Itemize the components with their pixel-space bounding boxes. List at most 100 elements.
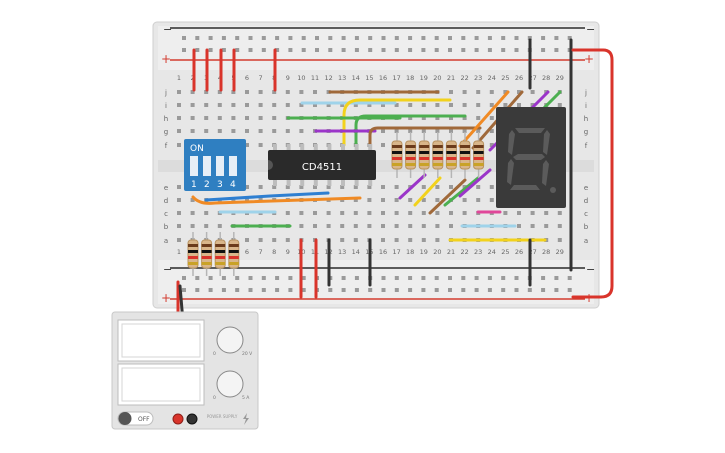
rail-hole[interactable] xyxy=(221,288,226,292)
breadboard-hole[interactable] xyxy=(272,103,277,107)
breadboard-hole[interactable] xyxy=(258,90,263,94)
breadboard-hole[interactable] xyxy=(381,198,385,202)
breadboard-hole[interactable] xyxy=(272,129,277,133)
breadboard-hole[interactable] xyxy=(204,103,209,107)
breadboard-hole[interactable] xyxy=(353,238,358,242)
breadboard-hole[interactable] xyxy=(326,103,331,107)
rail-hole[interactable] xyxy=(248,288,253,292)
breadboard-hole[interactable] xyxy=(381,143,385,147)
breadboard-hole[interactable] xyxy=(367,198,372,202)
breadboard-hole[interactable] xyxy=(258,143,263,147)
breadboard-hole[interactable] xyxy=(204,116,209,120)
breadboard-hole[interactable] xyxy=(177,129,181,133)
dip-switch[interactable]: ON 1 2 3 4 xyxy=(184,139,246,191)
breadboard-hole[interactable] xyxy=(245,90,249,94)
rail-hole[interactable] xyxy=(514,276,519,280)
breadboard-hole[interactable] xyxy=(177,90,181,94)
breadboard-hole[interactable] xyxy=(367,103,372,107)
rail-hole[interactable] xyxy=(195,288,200,292)
breadboard-hole[interactable] xyxy=(258,129,263,133)
wire-blue-1[interactable] xyxy=(204,191,330,202)
rail-hole[interactable] xyxy=(567,288,572,292)
breadboard-hole[interactable] xyxy=(326,211,331,215)
rail-hole[interactable] xyxy=(195,48,200,52)
rail-hole[interactable] xyxy=(474,288,479,292)
rail-hole[interactable] xyxy=(487,276,492,280)
voltage-knob[interactable] xyxy=(216,326,244,354)
rail-hole[interactable] xyxy=(474,48,479,52)
rail-hole[interactable] xyxy=(275,48,280,52)
breadboard-hole[interactable] xyxy=(353,103,358,107)
breadboard-hole[interactable] xyxy=(340,211,345,215)
breadboard-hole[interactable] xyxy=(462,90,467,94)
rail-hole[interactable] xyxy=(261,36,266,40)
breadboard-hole[interactable] xyxy=(231,103,236,107)
wire-brown-2[interactable] xyxy=(368,126,482,147)
breadboard-hole[interactable] xyxy=(435,238,440,242)
rail-hole[interactable] xyxy=(461,36,466,40)
breadboard-hole[interactable] xyxy=(190,129,195,133)
rail-hole[interactable] xyxy=(354,48,359,52)
rail-hole[interactable] xyxy=(541,48,546,52)
rail-hole[interactable] xyxy=(315,48,319,52)
breadboard-hole[interactable] xyxy=(517,224,521,228)
rail-hole[interactable] xyxy=(182,276,186,280)
rail-hole[interactable] xyxy=(474,276,479,280)
breadboard-hole[interactable] xyxy=(217,103,222,107)
breadboard-hole[interactable] xyxy=(326,185,331,189)
rail-hole[interactable] xyxy=(421,48,426,52)
rail-hole[interactable] xyxy=(235,288,240,292)
breadboard-hole[interactable] xyxy=(421,211,426,215)
rail-hole[interactable] xyxy=(328,36,333,40)
breadboard-hole[interactable] xyxy=(217,116,222,120)
rail-hole[interactable] xyxy=(261,288,266,292)
breadboard-hole[interactable] xyxy=(272,116,277,120)
wire-brown-diag-2[interactable] xyxy=(428,178,467,215)
breadboard-hole[interactable] xyxy=(340,224,345,228)
rail-hole[interactable] xyxy=(394,288,399,292)
resistor[interactable] xyxy=(459,132,471,178)
breadboard-hole[interactable] xyxy=(489,185,494,189)
rail-hole[interactable] xyxy=(434,276,439,280)
resistor[interactable] xyxy=(201,232,213,276)
breadboard-hole[interactable] xyxy=(299,185,304,189)
breadboard-hole[interactable] xyxy=(476,185,481,189)
rail-hole[interactable] xyxy=(354,288,359,292)
rail-hole[interactable] xyxy=(394,276,399,280)
rail-hole[interactable] xyxy=(501,276,506,280)
breadboard-hole[interactable] xyxy=(299,103,304,107)
breadboard-hole[interactable] xyxy=(231,198,236,202)
breadboard-hole[interactable] xyxy=(190,198,195,202)
breadboard-hole[interactable] xyxy=(285,90,290,94)
breadboard-hole[interactable] xyxy=(530,211,535,215)
breadboard-hole[interactable] xyxy=(489,129,494,133)
breadboard-hole[interactable] xyxy=(394,238,399,242)
breadboard-hole[interactable] xyxy=(449,185,453,189)
breadboard-hole[interactable] xyxy=(557,211,562,215)
rail-hole[interactable] xyxy=(275,36,280,40)
breadboard-hole[interactable] xyxy=(421,129,426,133)
breadboard-hole[interactable] xyxy=(530,224,535,228)
breadboard-hole[interactable] xyxy=(285,211,290,215)
rail-hole[interactable] xyxy=(301,276,306,280)
breadboard-hole[interactable] xyxy=(381,211,385,215)
rail-hole[interactable] xyxy=(275,288,280,292)
rail-hole[interactable] xyxy=(541,288,546,292)
breadboard-hole[interactable] xyxy=(544,211,549,215)
resistor[interactable] xyxy=(445,132,457,178)
breadboard-hole[interactable] xyxy=(245,198,249,202)
breadboard-hole[interactable] xyxy=(353,198,358,202)
breadboard-hole[interactable] xyxy=(245,238,249,242)
rail-hole[interactable] xyxy=(448,48,452,52)
breadboard-hole[interactable] xyxy=(476,90,481,94)
breadboard-hole[interactable] xyxy=(272,90,277,94)
breadboard-hole[interactable] xyxy=(285,103,290,107)
breadboard-hole[interactable] xyxy=(421,198,426,202)
rail-hole[interactable] xyxy=(368,288,373,292)
rail-hole[interactable] xyxy=(208,48,213,52)
rail-hole[interactable] xyxy=(248,48,253,52)
breadboard-hole[interactable] xyxy=(462,198,467,202)
rail-hole[interactable] xyxy=(554,288,559,292)
breadboard-hole[interactable] xyxy=(421,103,426,107)
rail-hole[interactable] xyxy=(421,36,426,40)
